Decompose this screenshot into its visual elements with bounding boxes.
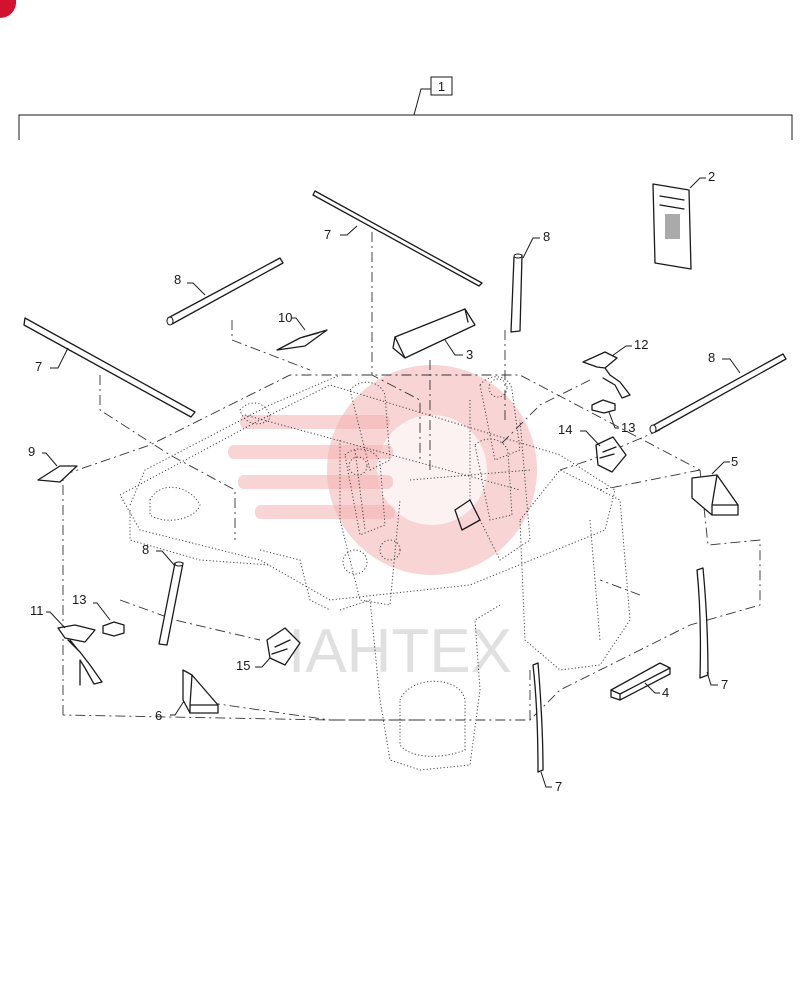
part-3-plate: 3 — [392, 308, 476, 362]
callout-11: 11 — [30, 603, 44, 618]
part-4-bar: 4 — [610, 662, 671, 701]
reference-lines — [62, 232, 761, 721]
callout-7-left: 7 — [35, 359, 42, 374]
corner-badge-icon — [0, 0, 17, 19]
callout-6: 6 — [155, 708, 162, 723]
callout-8-vertical: 8 — [543, 229, 550, 244]
watermark-logo-icon: IАНТЕХ — [228, 365, 537, 686]
callout-15: 15 — [236, 658, 250, 673]
callout-2: 2 — [708, 169, 715, 184]
callout-13-right: 13 — [621, 420, 635, 435]
part-7-strip-left: 7 — [23, 317, 196, 418]
part-13-block-left: 13 — [72, 592, 125, 637]
frame-assembly — [119, 374, 631, 771]
part-14-pad: 14 — [558, 422, 627, 473]
part-8-tube-vertical: 8 — [510, 229, 550, 333]
callout-3: 3 — [466, 347, 473, 362]
part-8-tube-left: 8 — [166, 257, 284, 326]
callout-4: 4 — [662, 685, 669, 700]
part-7-strip-right: 7 — [696, 567, 728, 692]
watermark-text: IАНТЕХ — [288, 617, 512, 686]
part-2-manual: 2 — [652, 169, 715, 270]
part-7-strip-bottom: 7 — [532, 662, 562, 794]
assembly-callout: 1 — [438, 79, 445, 94]
callout-13-left: 13 — [72, 592, 86, 607]
callout-5: 5 — [731, 454, 738, 469]
part-10-decal: 10 — [276, 310, 328, 351]
part-11-bracket: 11 — [30, 603, 103, 686]
part-15-pad: 15 — [236, 627, 301, 673]
callout-8-left: 8 — [174, 272, 181, 287]
part-13-block-right: 13 — [591, 399, 635, 435]
assembly-bracket: 1 — [18, 76, 793, 140]
callout-7-right: 7 — [721, 677, 728, 692]
callout-8-lower: 8 — [142, 542, 149, 557]
part-7-strip-top: 7 — [312, 190, 483, 287]
part-12-bracket: 12 — [582, 337, 648, 399]
part-6-wedge: 6 — [155, 669, 219, 723]
part-5-wedge: 5 — [691, 454, 739, 516]
callout-9: 9 — [28, 444, 35, 459]
callout-10: 10 — [278, 310, 292, 325]
callout-12: 12 — [634, 337, 648, 352]
callout-7-top: 7 — [324, 227, 331, 242]
part-8-tube-lower: 8 — [142, 542, 184, 646]
callout-14: 14 — [558, 422, 572, 437]
part-8-tube-right: 8 — [649, 350, 787, 434]
callout-7-bottom: 7 — [555, 779, 562, 794]
callout-8-right: 8 — [708, 350, 715, 365]
part-9-decal: 9 — [28, 444, 78, 483]
